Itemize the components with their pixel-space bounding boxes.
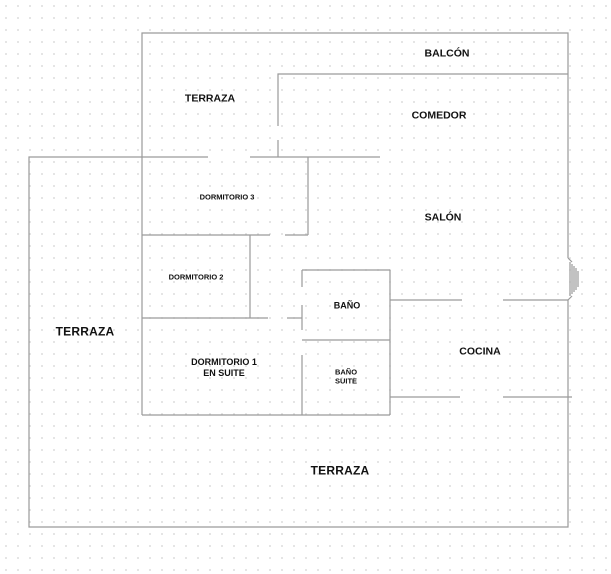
bano-suite-line1: BAÑO — [334, 367, 358, 377]
house-outline-wall — [141, 32, 569, 258]
room-label-terraza-bottom: TERRAZA — [310, 463, 370, 478]
room-label-dormitorio3: DORMITORIO 3 — [199, 192, 255, 202]
dormitorio1-line2: EN SUITE — [203, 368, 245, 378]
room-label-dormitorio1: DORMITORIO 1 EN SUITE — [191, 357, 257, 380]
room-label-terraza-top: TERRAZA — [184, 92, 236, 105]
outer-terrace-wall — [28, 156, 569, 528]
balcony-wall — [277, 73, 568, 126]
room-label-cocina: COCINA — [459, 345, 501, 358]
dormitorio1-line1: DORMITORIO 1 — [191, 356, 257, 367]
room-label-bano: BAÑO — [333, 300, 361, 311]
room-label-salon: SALÓN — [424, 211, 462, 224]
bano-suite-line2: SUITE — [334, 377, 358, 386]
steps-symbol — [567, 257, 579, 301]
room-label-bano-suite: BAÑO SUITE — [335, 368, 357, 387]
room-label-balcon: BALCÓN — [424, 47, 470, 60]
room-label-terraza-left: TERRAZA — [55, 324, 115, 339]
room-label-dormitorio2: DORMITORIO 2 — [168, 272, 224, 282]
room-label-comedor: COMEDOR — [411, 109, 467, 122]
